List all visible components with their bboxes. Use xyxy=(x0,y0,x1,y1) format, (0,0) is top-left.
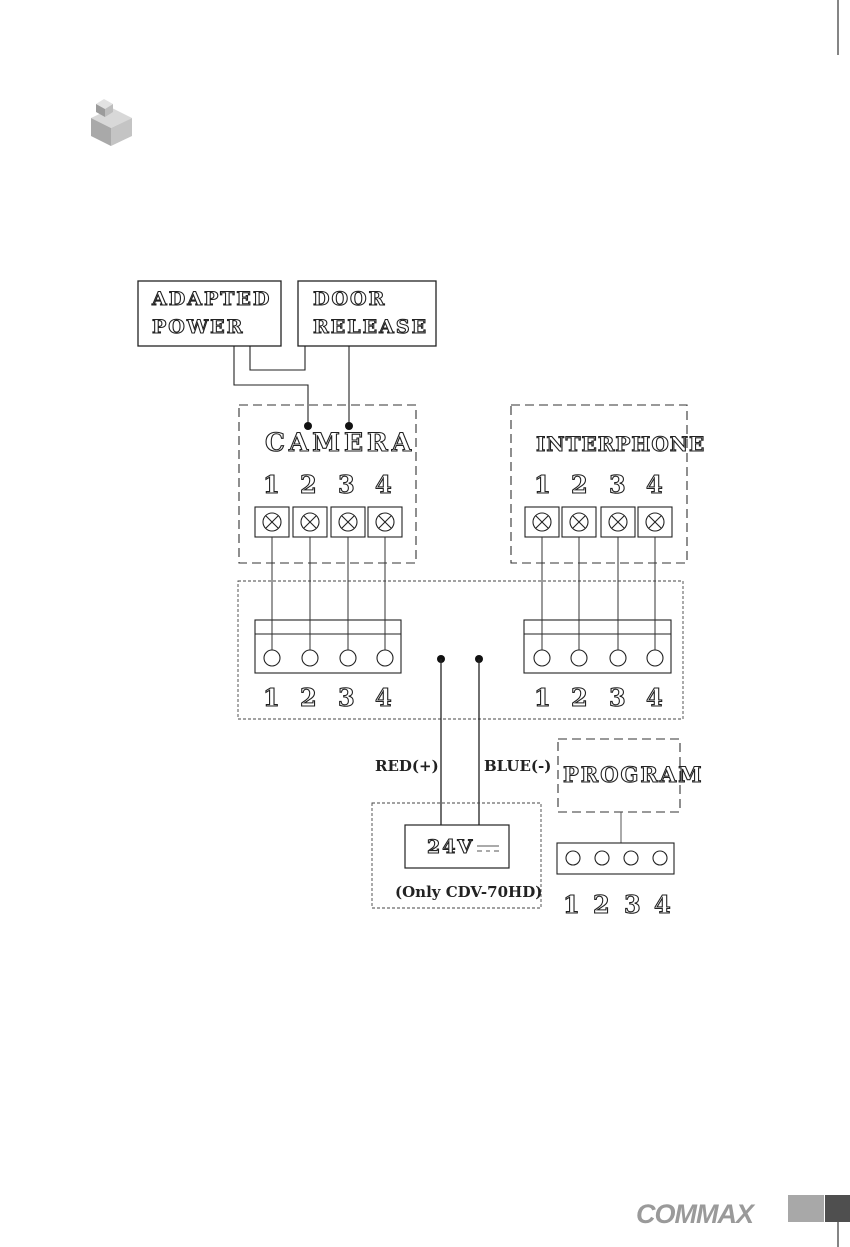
svg-text:1: 1 xyxy=(563,890,580,919)
connector-pin xyxy=(571,650,587,666)
svg-text:2: 2 xyxy=(593,890,610,919)
connector-pin xyxy=(340,650,356,666)
screw-terminal xyxy=(601,507,635,537)
blue-wire-label: BLUE(-) xyxy=(484,757,551,775)
svg-text:2: 2 xyxy=(571,470,588,499)
camera-label: CAMERA xyxy=(265,428,415,457)
program-pin xyxy=(624,851,638,865)
screw-terminal xyxy=(525,507,559,537)
screw-terminal xyxy=(331,507,365,537)
footer-bar-dark xyxy=(825,1195,850,1222)
svg-text:1: 1 xyxy=(263,470,280,499)
screw-terminal xyxy=(562,507,596,537)
power-supply-note: (Only CDV-70HD) xyxy=(395,883,542,901)
screw-terminal xyxy=(638,507,672,537)
red-wire-label: RED(+) xyxy=(375,757,439,775)
svg-text:4: 4 xyxy=(654,890,671,919)
svg-text:4: 4 xyxy=(646,470,663,499)
connector-pin xyxy=(610,650,626,666)
door-release-label-line2: RELEASE xyxy=(313,316,428,338)
cube-icon xyxy=(91,99,132,146)
svg-text:3: 3 xyxy=(338,470,355,499)
svg-text:1: 1 xyxy=(534,470,551,499)
main-unit-terminals xyxy=(264,537,663,666)
program-pin xyxy=(595,851,609,865)
svg-text:3: 3 xyxy=(609,470,626,499)
connector-pin xyxy=(377,650,393,666)
main-unit-right-numbers: 1 2 3 4 xyxy=(534,683,663,712)
adapted-power-label-line1: ADAPTED xyxy=(151,288,271,310)
camera-terminal-numbers: 1 2 3 4 xyxy=(263,470,392,499)
svg-text:3: 3 xyxy=(624,890,641,919)
adapted-power-label-line2: POWER xyxy=(152,316,244,338)
svg-text:2: 2 xyxy=(300,683,317,712)
svg-text:1: 1 xyxy=(534,683,551,712)
svg-text:1: 1 xyxy=(263,683,280,712)
interphone-terminal-block xyxy=(525,507,672,537)
connector-pin xyxy=(534,650,550,666)
program-terminal-numbers: 1 2 3 4 xyxy=(563,890,671,919)
camera-terminal-block xyxy=(255,507,402,537)
connector-pin xyxy=(264,650,280,666)
program-pin xyxy=(566,851,580,865)
interphone-label: INTERPHONE xyxy=(536,432,705,456)
dc-symbol-icon xyxy=(477,846,499,851)
svg-text:2: 2 xyxy=(571,683,588,712)
screw-terminal xyxy=(255,507,289,537)
svg-text:4: 4 xyxy=(375,683,392,712)
door-release-label-line1: DOOR xyxy=(313,288,386,310)
power-supply-label: 24V xyxy=(427,836,474,858)
footer-bar-light xyxy=(788,1195,824,1222)
program-terminals xyxy=(566,851,667,865)
program-label: PROGRAM xyxy=(563,762,703,787)
brand-logo: COMMAX xyxy=(636,1199,756,1229)
svg-text:3: 3 xyxy=(609,683,626,712)
program-pin xyxy=(653,851,667,865)
main-unit-left-numbers: 1 2 3 4 xyxy=(263,683,392,712)
main-unit-camera-connector xyxy=(255,620,401,673)
connector-pin xyxy=(302,650,318,666)
svg-text:4: 4 xyxy=(646,683,663,712)
svg-text:4: 4 xyxy=(375,470,392,499)
svg-text:2: 2 xyxy=(300,470,317,499)
program-connector xyxy=(557,843,674,874)
connector-pin xyxy=(647,650,663,666)
screw-terminal xyxy=(368,507,402,537)
screw-terminal xyxy=(293,507,327,537)
interphone-terminal-numbers: 1 2 3 4 xyxy=(534,470,663,499)
power-door-wires xyxy=(234,346,349,426)
svg-text:3: 3 xyxy=(338,683,355,712)
